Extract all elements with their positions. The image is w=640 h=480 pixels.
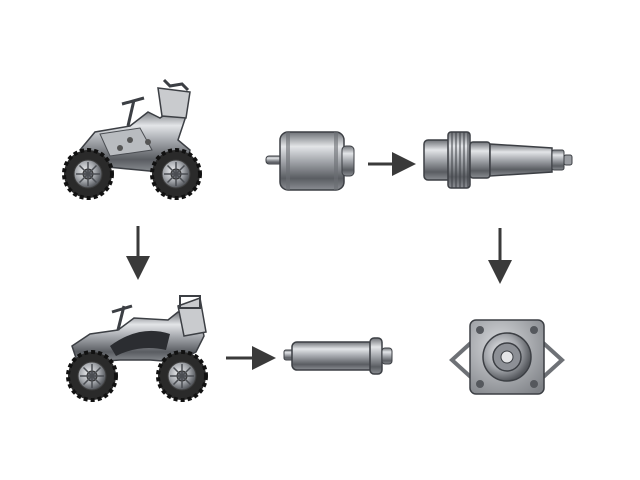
atv-top-front-wheel (62, 148, 114, 200)
atv-bottom-handlebar (111, 304, 133, 331)
atv-bottom-body (71, 295, 207, 363)
geared-shaft (423, 131, 573, 189)
motor-cylinder (265, 131, 355, 191)
flange-mount (449, 319, 565, 395)
atv-top (62, 78, 202, 200)
arrows (126, 152, 512, 370)
atv-bottom-front-wheel (66, 350, 118, 402)
atv-top-handlebar (121, 96, 145, 127)
atv-bottom (66, 295, 208, 402)
atv-bottom-rear-wheel (156, 350, 208, 402)
slim-cylinder (283, 337, 393, 375)
atv-top-rear-wheel (150, 148, 202, 200)
atv-top-seat-rack (157, 78, 191, 119)
